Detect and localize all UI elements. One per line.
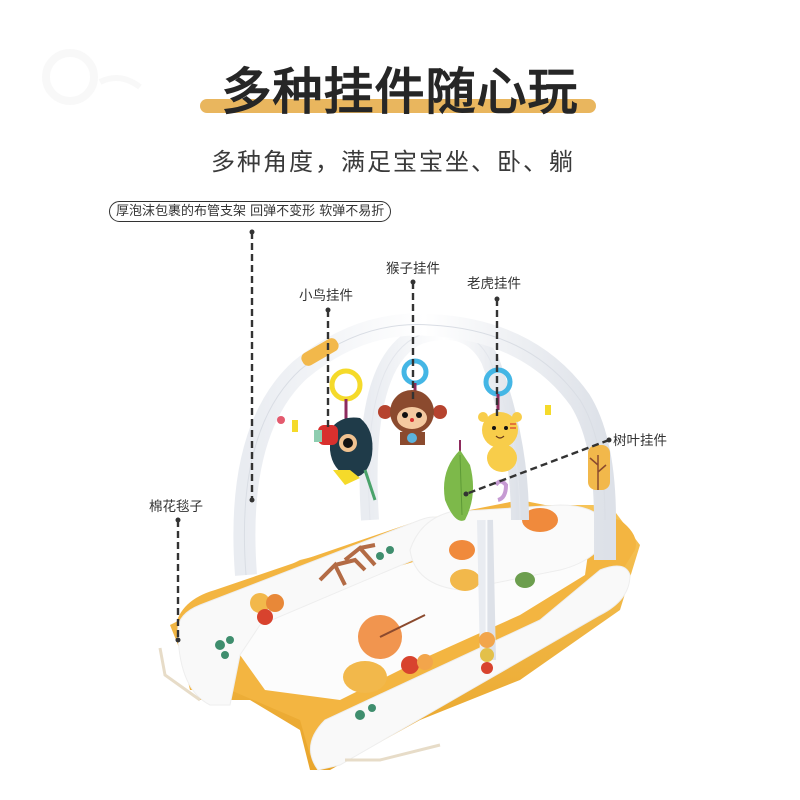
header: 多种挂件随心玩 bbox=[0, 50, 800, 121]
nest-base bbox=[158, 500, 640, 771]
callout-leaf-label: 树叶挂件 bbox=[613, 433, 667, 449]
callout-monkey-label: 猴子挂件 bbox=[386, 261, 440, 277]
title-highlight-bar bbox=[200, 99, 596, 113]
leaf-toy bbox=[444, 440, 474, 521]
bird-toy bbox=[314, 368, 377, 501]
page-subtitle: 多种角度，满足宝宝坐、卧、躺 bbox=[211, 148, 575, 176]
fabric-pattern bbox=[215, 508, 558, 720]
callout-bird-label: 小鸟挂件 bbox=[299, 288, 353, 304]
callout-frame-label: 厚泡沫包裹的布管支架 回弹不变形 软弹不易折 bbox=[109, 201, 392, 222]
page-title: 多种挂件随心玩 bbox=[221, 63, 579, 121]
callout-blanket-label: 棉花毯子 bbox=[149, 499, 203, 515]
watermark-logo bbox=[42, 49, 142, 105]
monkey-toy bbox=[378, 358, 447, 445]
callout-tiger-label: 老虎挂件 bbox=[467, 276, 521, 292]
